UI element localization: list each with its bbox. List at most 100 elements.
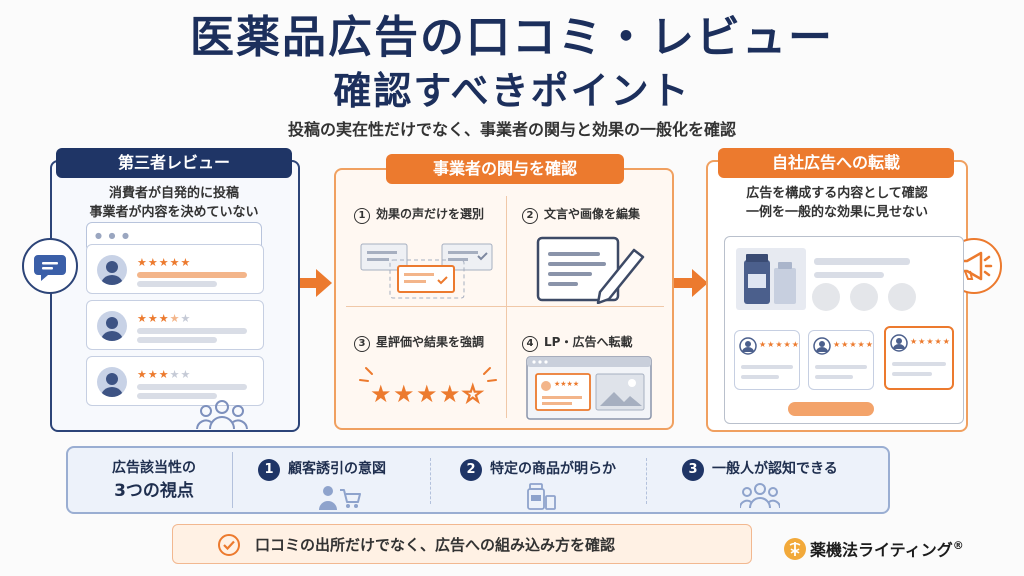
- own-ad-repost-desc-1: 広告を構成する内容として確認: [746, 186, 928, 201]
- star: ★: [180, 368, 192, 381]
- star-rating: ★★★★★: [759, 340, 800, 349]
- star: ★: [158, 368, 170, 381]
- registered-mark: ®: [952, 539, 964, 552]
- star: ★: [169, 368, 181, 381]
- placeholder-circle: [812, 283, 840, 311]
- flow-arrow-head: [692, 269, 708, 297]
- customer-cart-icon: [318, 484, 362, 514]
- cta-button-mock: [788, 402, 874, 416]
- testimonial-card: ★★★★★: [734, 330, 800, 390]
- lp-ad-repost-icon: ★★★★: [526, 356, 656, 426]
- user-avatar-icon: [97, 367, 127, 397]
- edit-document-icon: [536, 234, 652, 308]
- svg-text:★: ★: [439, 380, 461, 408]
- page-title: 医薬品広告の口コミ・レビュー: [190, 12, 834, 63]
- third-party-review-desc-1: 消費者が自発的に投稿: [108, 186, 239, 201]
- star: ★: [137, 256, 148, 269]
- product-bottle-icon: [526, 482, 556, 514]
- flow-arrow-head: [316, 269, 332, 297]
- text-line: [892, 372, 932, 376]
- star: ★: [147, 312, 159, 325]
- text-line: [137, 337, 217, 343]
- review-card: ★★★★★: [86, 244, 264, 294]
- user-avatar-icon: [890, 334, 908, 356]
- placeholder-circle: [888, 283, 916, 311]
- window-dots-icon: ● ● ●: [95, 231, 132, 240]
- text-line: [741, 375, 779, 379]
- placeholder-circle: [850, 283, 878, 311]
- check-circle-icon: [217, 533, 241, 561]
- text-line: [815, 375, 853, 379]
- text-line: [741, 365, 793, 369]
- conclusion-bar: 口コミの出所だけでなく、広告への組み込み方を確認: [172, 524, 752, 564]
- review-card: ★★★★★: [86, 300, 264, 350]
- text-line: [137, 281, 217, 287]
- third-party-review-header: 第三者レビュー: [56, 148, 292, 178]
- star: ★: [158, 256, 170, 269]
- divider: [232, 452, 233, 508]
- star: ★: [158, 312, 170, 325]
- divider: [430, 458, 431, 504]
- svg-text:★: ★: [393, 380, 415, 408]
- text-line: [815, 365, 867, 369]
- business-involvement-header: 事業者の関与を確認: [386, 154, 624, 184]
- user-avatar-icon: [97, 255, 127, 285]
- star: ★: [147, 368, 159, 381]
- people-group-icon: [739, 482, 781, 512]
- testimonial-card: ★★★★★: [808, 330, 874, 390]
- people-group-icon: [196, 398, 248, 434]
- star: ★: [180, 256, 192, 269]
- user-avatar-icon: [813, 337, 831, 359]
- text-line: [137, 384, 247, 390]
- divider: [346, 306, 664, 307]
- own-ad-repost-header: 自社広告への転載: [718, 148, 954, 178]
- flow-arrow: [300, 278, 318, 288]
- divider: [506, 196, 507, 418]
- speech-bubble-icon: [22, 238, 78, 294]
- user-avatar-icon: [739, 337, 757, 359]
- brand-name: 薬機法ライティング: [810, 540, 953, 560]
- testimonial-card-highlighted: ★★★★★: [884, 326, 954, 390]
- perspectives-title-1: 広告該当性の: [112, 460, 196, 476]
- page-title-line2: 確認すべきポイント: [333, 69, 691, 113]
- star-rating: ★★★★★: [910, 337, 951, 346]
- star: ★: [169, 312, 181, 325]
- star: ★: [169, 256, 181, 269]
- star-rating: ★★★★★: [137, 257, 191, 269]
- divider: [646, 458, 647, 504]
- text-line: [137, 272, 247, 278]
- third-party-review-desc-2: 事業者が内容を決めていない: [89, 205, 259, 220]
- star-rating: ★★★★★: [137, 313, 191, 325]
- svg-text:★: ★: [370, 380, 392, 408]
- flow-arrow: [674, 278, 694, 288]
- star: ★: [137, 312, 148, 325]
- star: ★: [147, 256, 159, 269]
- review-card: ★★★★★: [86, 356, 264, 406]
- text-line: [892, 362, 946, 366]
- conclusion-text: 口コミの出所だけでなく、広告への組み込み方を確認: [255, 536, 616, 554]
- perspectives-title-2: 3つの視点: [114, 481, 194, 501]
- svg-text:★★★★: ★★★★: [554, 380, 579, 388]
- text-line: [137, 393, 217, 399]
- brand-logo: 薬機法ライティング®: [784, 530, 1014, 562]
- user-avatar-icon: [97, 311, 127, 341]
- own-ad-repost-desc-2: 一例を一般的な効果に見せない: [745, 205, 928, 220]
- star: ★: [137, 368, 148, 381]
- star: ★: [180, 312, 192, 325]
- svg-text:★: ★: [416, 380, 438, 408]
- text-line: [137, 328, 247, 334]
- text-line: [814, 272, 884, 278]
- svg-text:☆: ☆: [462, 380, 484, 408]
- star-rating: ★★★★★: [833, 340, 874, 349]
- product-bottle-icon: [736, 248, 806, 314]
- star-rating: ★★★★★: [137, 369, 191, 381]
- star-emphasis-icon: ★ ★ ★ ★ ☆: [358, 362, 498, 416]
- text-line: [814, 258, 910, 265]
